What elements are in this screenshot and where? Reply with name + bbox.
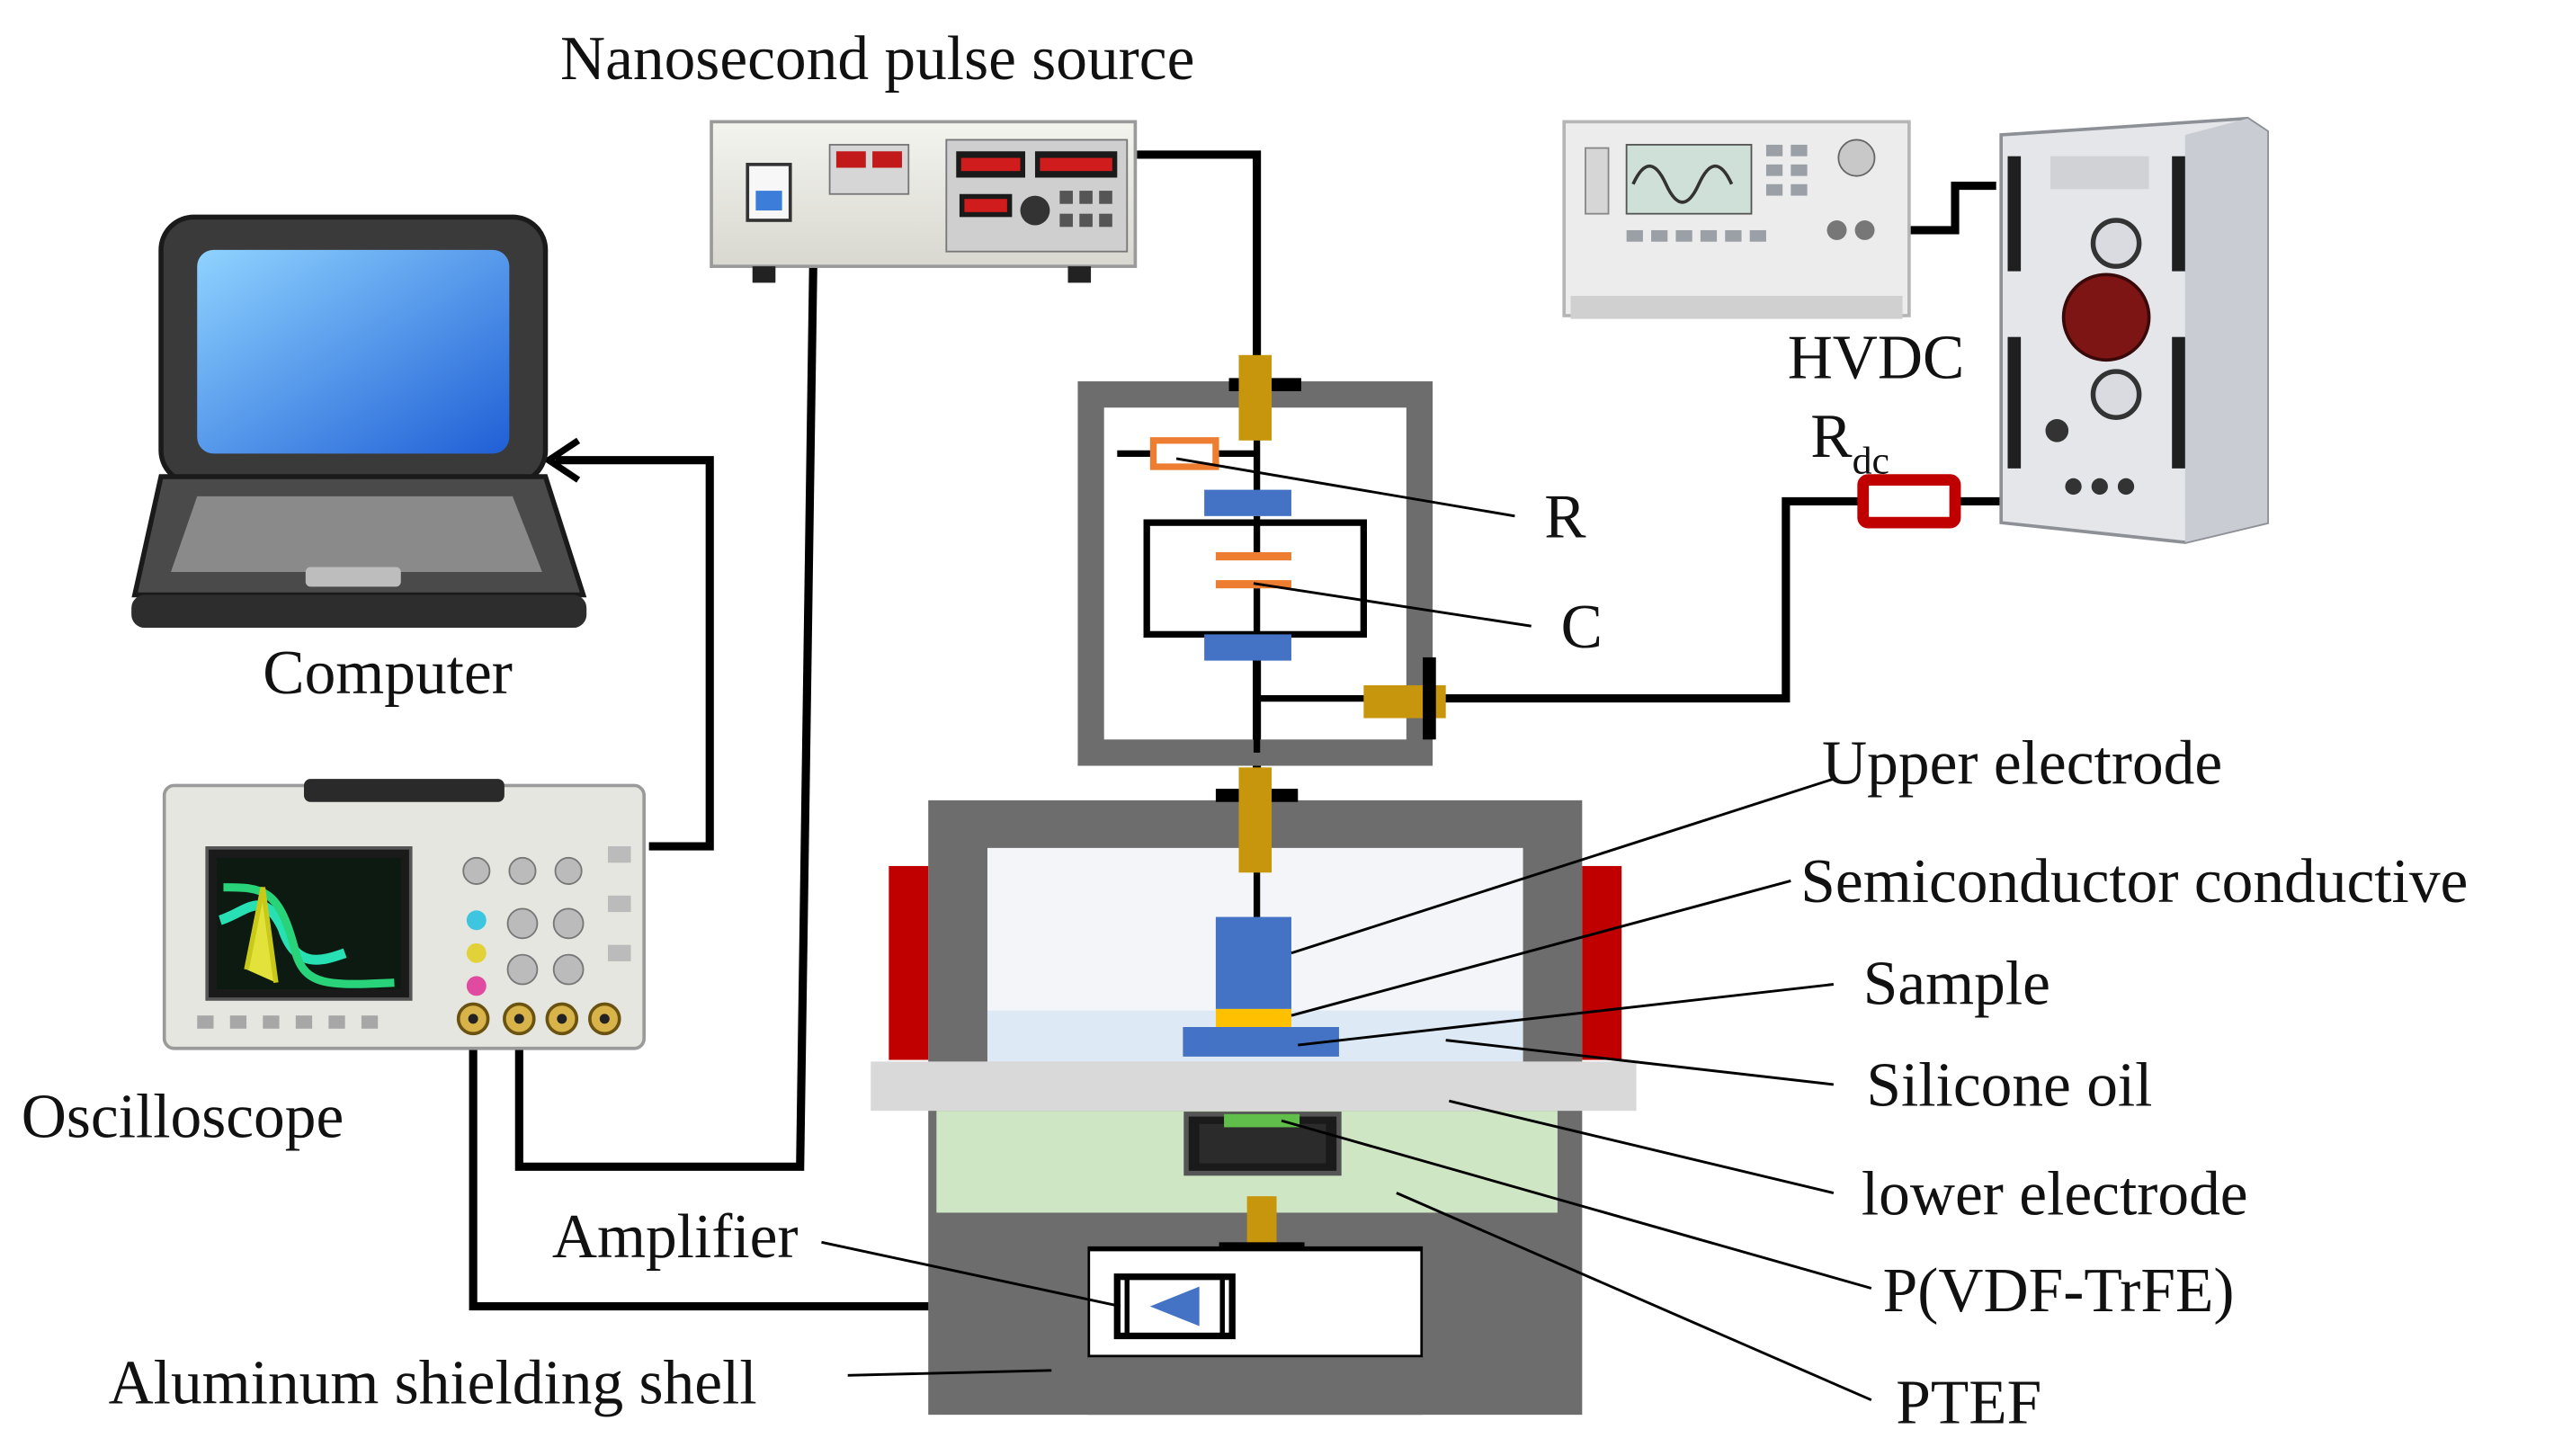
label-oscilloscope: Oscilloscope [22, 1082, 344, 1151]
oscilloscope-device [162, 779, 646, 1050]
oscilloscope-input-connectors [456, 1002, 621, 1036]
label-pulse-source: Nanosecond pulse source [560, 24, 1194, 94]
wire-amplifier-to-oscilloscope [469, 1018, 1118, 1311]
function-generator-keypad [1626, 144, 1808, 242]
label-semiconductor: Semiconductor conductive [1800, 847, 2468, 916]
label-hvdc: HVDC [1788, 323, 1965, 392]
hvdc-supply-device [1999, 116, 2269, 544]
pulse-source-device [710, 120, 1138, 283]
rc-top-electrode [1204, 489, 1291, 516]
wire-pulse-to-rc-box [1137, 150, 1262, 382]
label-lower-electrode: lower electrode [1862, 1159, 2248, 1228]
label-computer: Computer [263, 639, 513, 708]
oscilloscope-buttons [197, 1015, 379, 1029]
function-generator-device [1562, 120, 1911, 319]
amplifier-triangle-icon [1149, 1286, 1200, 1326]
wire-rc-to-rdc [1429, 496, 1865, 703]
sample [1183, 1027, 1339, 1057]
label-rdc: Rdc [1810, 402, 1889, 482]
label-silicone-oil: Silicone oil [1866, 1051, 2152, 1121]
test-cell [871, 767, 1637, 1416]
label-sample: Sample [1863, 949, 2050, 1018]
oscilloscope-knobs [462, 846, 631, 996]
rc-box [1077, 354, 1446, 766]
wire-pulse-to-oscilloscope [514, 263, 817, 1171]
label-ptef: PTEF [1896, 1368, 2041, 1437]
capacitor-c-plate-top [1215, 552, 1291, 561]
semiconductor-layer [1215, 1008, 1291, 1027]
label-capacitor: C [1561, 593, 1603, 662]
leader-lines [821, 457, 1872, 1402]
wire-oscilloscope-to-computer [555, 456, 714, 851]
laptop-icon [131, 214, 587, 629]
heater-left [889, 865, 929, 1060]
rdc-resistor [1857, 474, 1961, 529]
text-labels: Nanosecond pulse source Computer Oscillo… [22, 24, 2469, 1437]
pvdf-film [1224, 1113, 1300, 1128]
label-pvdf: P(VDF-TrFE) [1883, 1256, 2235, 1326]
label-rdc-main: R [1810, 402, 1853, 471]
rc-bottom-electrode [1204, 634, 1291, 661]
arrow-to-computer-icon [542, 437, 581, 483]
label-upper-electrode: Upper electrode [1822, 729, 2222, 799]
label-resistor: R [1544, 483, 1586, 552]
label-amplifier: Amplifier [552, 1202, 799, 1272]
lower-electrode-platform [871, 1061, 1637, 1112]
upper-electrode [1215, 916, 1291, 1009]
resistor-r [1149, 437, 1219, 470]
label-rdc-subscript: dc [1853, 439, 1889, 482]
heater-right [1582, 865, 1622, 1060]
label-shielding: Aluminum shielding shell [109, 1348, 757, 1417]
